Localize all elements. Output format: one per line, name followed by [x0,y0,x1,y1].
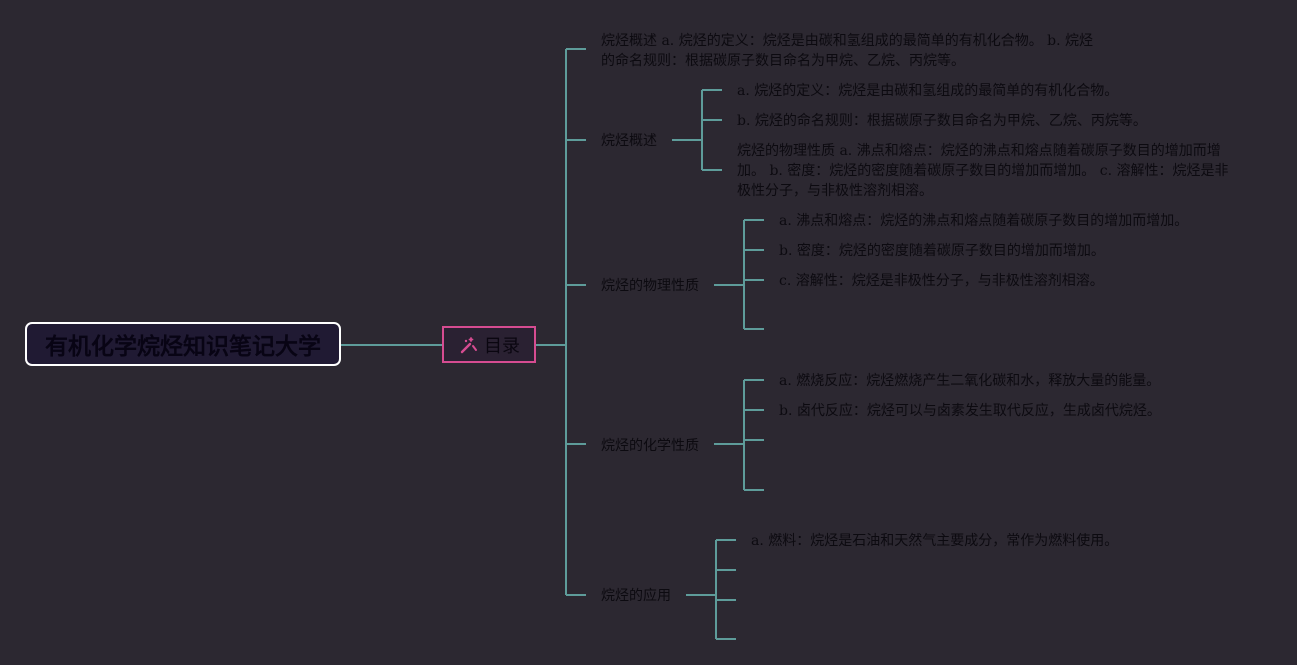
physical-child-2[interactable]: b. 密度：烷烃的密度随着碳原子数目的增加而增加。 [779,243,1105,259]
root-title: 有机化学烷烃知识笔记大学 [45,334,321,360]
branch-overview[interactable]: 烷烃概述 [601,133,657,149]
toc-node[interactable]: 目录 [442,326,536,363]
overview-child-2[interactable]: b. 烷烃的命名规则：根据碳原子数目命名为甲烷、乙烷、丙烷等。 [737,113,1147,129]
toc-label: 目录 [484,335,520,357]
branch-physical[interactable]: 烷烃的物理性质 [601,278,699,294]
magic-wand-icon [458,335,478,355]
application-child-1[interactable]: a. 燃料：烷烃是石油和天然气主要成分，常作为燃料使用。 [751,533,1119,549]
physical-child-3[interactable]: c. 溶解性：烷烃是非极性分子，与非极性溶剂相溶。 [779,273,1104,289]
root-node[interactable]: 有机化学烷烃知识笔记大学 [25,322,341,366]
branch-chemical[interactable]: 烷烃的化学性质 [601,438,699,454]
chemical-child-1[interactable]: a. 燃烧反应：烷烃燃烧产生二氧化碳和水，释放大量的能量。 [779,373,1161,389]
overview-child-3[interactable]: 烷烃的物理性质 a. 沸点和熔点：烷烃的沸点和熔点随着碳原子数目的增加而增加。 … [737,143,1229,199]
branch-summary-text[interactable]: 烷烃概述 a. 烷烃的定义：烷烃是由碳和氢组成的最简单的有机化合物。 b. 烷烃… [601,33,1094,69]
branch-application[interactable]: 烷烃的应用 [601,588,671,604]
chemical-child-2[interactable]: b. 卤代反应：烷烃可以与卤素发生取代反应，生成卤代烷烃。 [779,403,1161,419]
overview-child-1[interactable]: a. 烷烃的定义：烷烃是由碳和氢组成的最简单的有机化合物。 [737,83,1119,99]
physical-child-1[interactable]: a. 沸点和熔点：烷烃的沸点和熔点随着碳原子数目的增加而增加。 [779,213,1189,229]
